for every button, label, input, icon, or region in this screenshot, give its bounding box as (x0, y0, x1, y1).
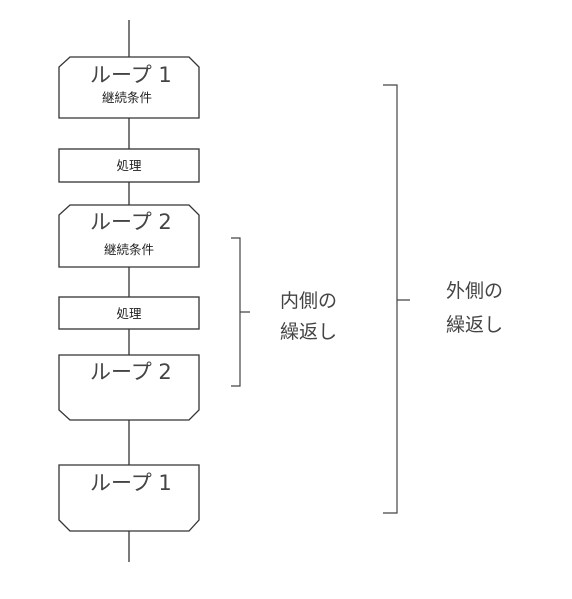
loop2-start-shape (58, 204, 200, 268)
loop2-start-condition: 継続条件 (104, 242, 154, 257)
loop2-start-title: ループ 2 (90, 210, 172, 234)
process1-label: 処理 (116, 158, 142, 173)
outer-loop-bracket (383, 84, 410, 514)
loop1-start-condition: 継続条件 (102, 90, 152, 105)
process2-box (58, 296, 200, 330)
loop2-end-title: ループ 2 (90, 360, 172, 384)
inner-loop-label-line1: 内側の (280, 290, 337, 312)
loop1-end-shape (58, 464, 200, 532)
loop1-start-title: ループ 1 (90, 63, 172, 87)
process1-box (58, 148, 200, 183)
loop1-start-shape (58, 56, 200, 119)
outer-loop-label-line2: 繰返し (446, 314, 503, 336)
inner-loop-label-line2: 繰返し (280, 321, 337, 343)
loop2-end-shape (58, 354, 200, 421)
loop1-end-title: ループ 1 (90, 471, 172, 495)
outer-loop-label-line1: 外側の (446, 280, 503, 302)
process2-label: 処理 (116, 306, 142, 321)
inner-loop-bracket (231, 237, 250, 387)
